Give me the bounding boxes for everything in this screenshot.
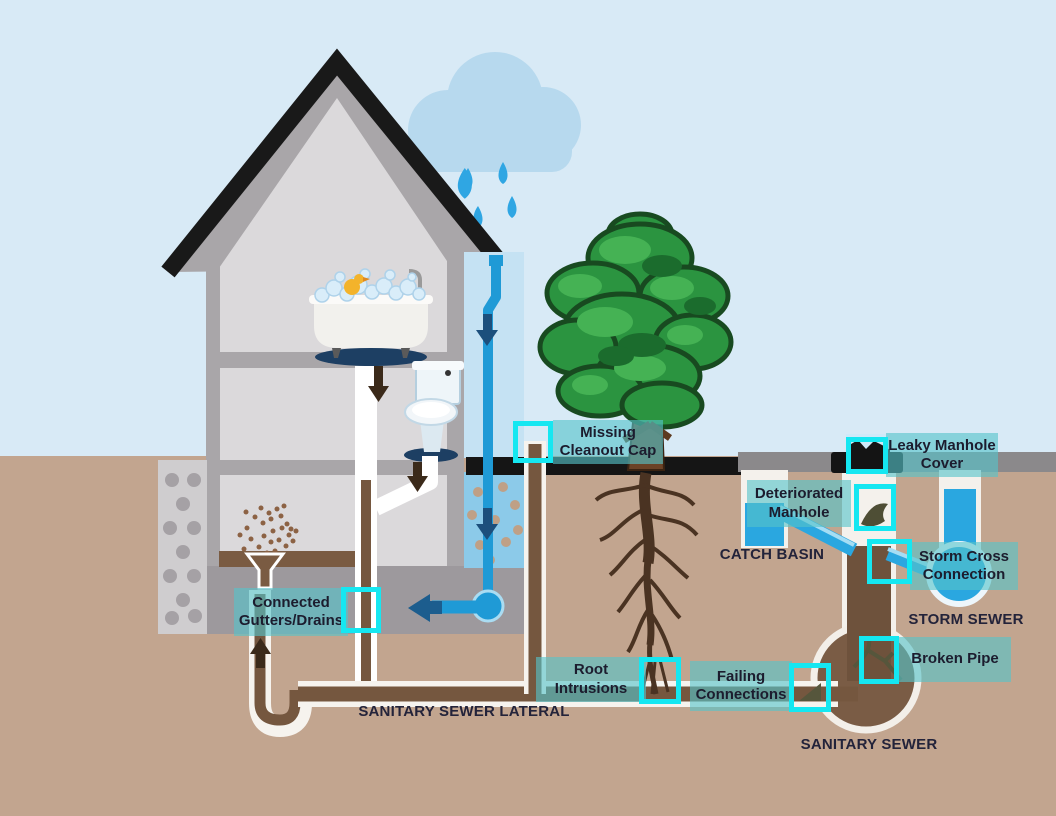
label-deteriorated-manhole: Deteriorated Manhole (747, 480, 851, 527)
ground-floor-slab (206, 460, 464, 475)
label-root-intrusions: Root Intrusions (536, 657, 646, 702)
drain-to-sewer-arrow (408, 594, 442, 622)
label-sanitary-sewer-lateral: SANITARY SEWER LATERAL (358, 703, 570, 720)
rain-cloud-icon (408, 52, 581, 172)
highlight-box-leaky-manhole-cover (846, 437, 888, 474)
highlight-box-deteriorated-manhole (854, 484, 896, 531)
label-failing-connections: Failing Connections (690, 661, 792, 711)
basement-drain-line (219, 551, 369, 567)
foliage-shadows (598, 255, 716, 366)
stone-dots (163, 473, 202, 625)
highlight-box-connected-gutters-drains (341, 587, 381, 633)
stormwater-flow-arrows (476, 314, 498, 540)
raindrops-icon (457, 162, 517, 228)
label-leaky-manhole-cover: Leaky Manhole Cover (886, 433, 998, 477)
house-drain-pipes (249, 366, 438, 738)
label-missing-cleanout-cap: Missing Cleanout Cap (553, 420, 663, 464)
label-sanitary-sewer: SANITARY SEWER (800, 736, 938, 753)
bathtub-icon (309, 268, 433, 366)
rubber-duck-icon (344, 274, 370, 295)
failing-joint (799, 683, 821, 701)
label-broken-pipe: Broken Pipe (899, 637, 1011, 682)
label-storm-cross-connection: Storm Cross Connection (910, 542, 1018, 590)
label-connected-gutters-drains: Connected Gutters/Drains (234, 588, 348, 636)
label-catch-basin: CATCH BASIN (719, 546, 825, 563)
label-storm-sewer: STORM SEWER (908, 611, 1024, 628)
highlight-box-root-intrusions (639, 657, 681, 704)
toilet-icon (404, 361, 464, 462)
highlight-box-broken-pipe (859, 636, 899, 684)
tree-roots (594, 471, 699, 695)
downspout (408, 255, 505, 623)
roof (161, 48, 510, 278)
highlight-box-failing-connections (789, 663, 831, 712)
wastewater-flow-arrows (250, 366, 428, 668)
highlight-box-missing-cleanout-cap (513, 421, 553, 463)
deteriorated-flake (861, 503, 888, 527)
highlight-box-storm-cross-connection (867, 539, 912, 584)
